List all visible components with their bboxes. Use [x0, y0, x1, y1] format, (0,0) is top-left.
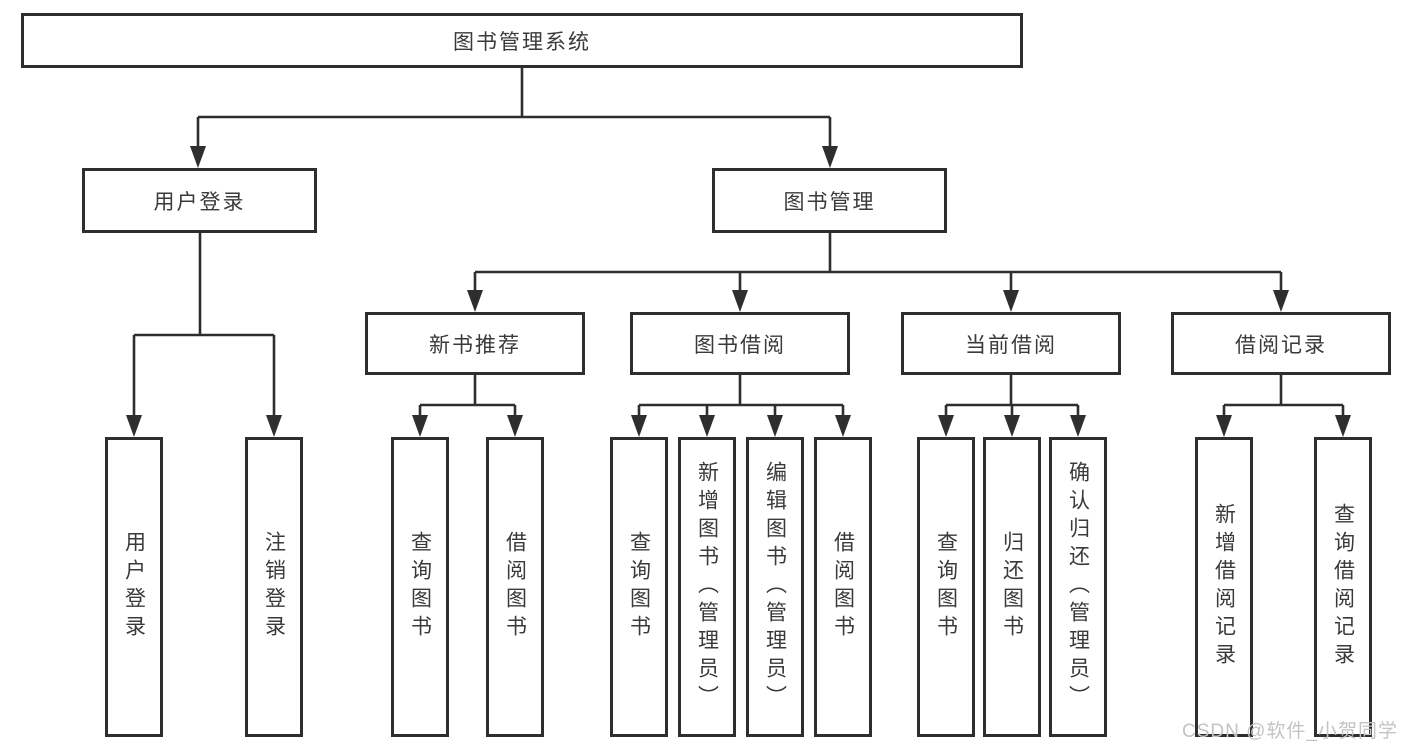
leaf-query-books-recommend: 查询图书 [391, 437, 449, 737]
node-user-login: 用户登录 [82, 168, 317, 233]
leaf-add-book-admin: 新增图书（管理员） [678, 437, 736, 737]
leaf-user-login: 用户登录 [105, 437, 163, 737]
node-borrowing-records: 借阅记录 [1171, 312, 1391, 375]
node-book-management: 图书管理 [712, 168, 947, 233]
leaf-query-books-current: 查询图书 [917, 437, 975, 737]
arrowheads [126, 146, 1351, 437]
leaf-logout: 注销登录 [245, 437, 303, 737]
node-current-borrowing: 当前借阅 [901, 312, 1121, 375]
leaf-return-books: 归还图书 [983, 437, 1041, 737]
node-library-management-system: 图书管理系统 [21, 13, 1023, 68]
leaf-confirm-return-admin: 确认归还（管理员） [1049, 437, 1107, 737]
leaf-borrow-books-borrowing: 借阅图书 [814, 437, 872, 737]
leaf-query-borrow-record: 查询借阅记录 [1314, 437, 1372, 737]
node-book-borrowing: 图书借阅 [630, 312, 850, 375]
leaf-add-borrow-record: 新增借阅记录 [1195, 437, 1253, 737]
leaf-edit-book-admin: 编辑图书（管理员） [746, 437, 804, 737]
csdn-watermark: CSDN @软件_小贺同学 [1182, 721, 1398, 742]
leaf-borrow-books-recommend: 借阅图书 [486, 437, 544, 737]
leaf-query-books-borrowing: 查询图书 [610, 437, 668, 737]
node-new-book-recommend: 新书推荐 [365, 312, 585, 375]
